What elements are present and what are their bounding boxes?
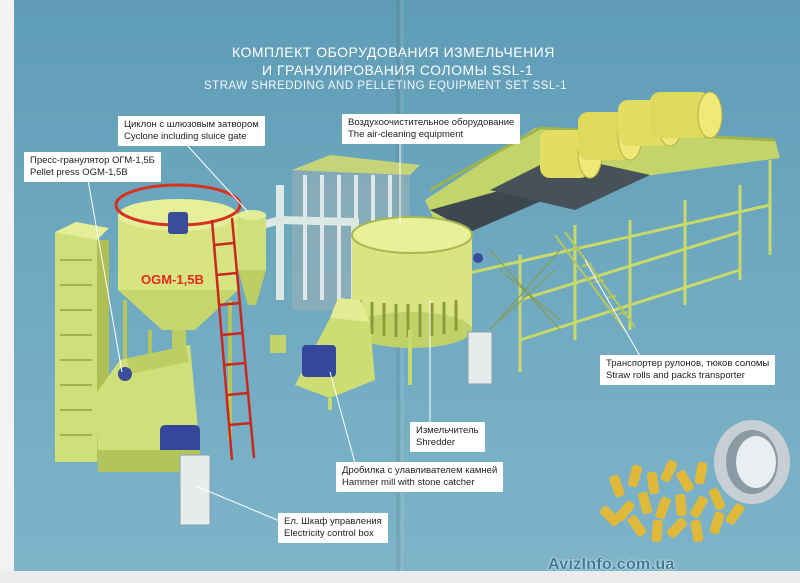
label-control-box: Ел. Шкаф управления Electricity control … bbox=[278, 513, 388, 543]
label-hammer-mill: Дробилка с улавливателем камней Hammer m… bbox=[336, 462, 504, 492]
pellet-press-body bbox=[95, 345, 200, 472]
cyclone bbox=[238, 210, 286, 353]
straw-roll bbox=[650, 91, 723, 139]
leader-lines bbox=[87, 142, 641, 523]
title-ru-line2: И ГРАНУЛИРОВАНИЯ СОЛОМЫ SSL-1 bbox=[262, 62, 534, 78]
control-box-2 bbox=[467, 331, 493, 385]
label-control-box-en: Electricity control box bbox=[284, 528, 374, 539]
ring-die-image bbox=[714, 420, 790, 504]
page-edge-left bbox=[0, 0, 14, 583]
label-transporter: Транспортер рулонов, тюков соломы Straw … bbox=[600, 355, 776, 385]
label-control-box-ru: Ел. Шкаф управления bbox=[284, 516, 382, 527]
title-ru-line1: КОМПЛЕКТ ОБОРУДОВАНИЯ ИЗМЕЛЬЧЕНИЯ bbox=[232, 44, 555, 60]
shredder-drum bbox=[351, 216, 483, 385]
page-edge-bottom bbox=[0, 571, 800, 583]
transporter-bracing bbox=[489, 249, 561, 331]
label-cyclone-ru: Циклон с шлюзовым затвором bbox=[124, 119, 259, 130]
transporter-stairs bbox=[554, 231, 636, 331]
label-shredder-ru: Измельчитель bbox=[416, 425, 479, 436]
label-air-cleaning-ru: Воздухоочистительное оборудование bbox=[348, 117, 515, 128]
label-shredder: Измельчитель Shredder bbox=[410, 422, 485, 452]
label-air-cleaning: Воздухоочистительное оборудование The ai… bbox=[342, 114, 521, 144]
label-air-cleaning-en: The air-cleaning equipment bbox=[348, 129, 464, 140]
silo-ladder bbox=[210, 217, 256, 461]
silo-model-label: OGM-1,5B bbox=[141, 272, 204, 287]
label-transporter-en: Straw rolls and packs transporter bbox=[606, 370, 745, 381]
label-cyclone: Циклон с шлюзовым затвором Cyclone inclu… bbox=[118, 116, 265, 146]
transporter-belt-upper bbox=[490, 155, 650, 210]
label-cyclone-en: Cyclone including sluice gate bbox=[124, 131, 247, 142]
label-hammer-mill-en: Hammer mill with stone catcher bbox=[342, 477, 475, 488]
label-shredder-en: Shredder bbox=[416, 437, 456, 448]
label-pellet-press: Пресс-гранулятор ОГМ-1,5Б Pellet press O… bbox=[24, 152, 161, 182]
label-hammer-mill-ru: Дробилка с улавливателем камней bbox=[342, 465, 498, 476]
straw-rolls bbox=[540, 91, 723, 179]
label-transporter-ru: Транспортер рулонов, тюков соломы bbox=[606, 358, 770, 369]
pellet-pile-image bbox=[599, 459, 745, 543]
watermark: AvizInfo.com.ua bbox=[548, 556, 675, 573]
label-pellet-press-en: Pellet press OGM-1,5B bbox=[30, 167, 128, 178]
label-pellet-press-ru: Пресс-гранулятор ОГМ-1,5Б bbox=[30, 155, 155, 166]
hammer-mill bbox=[295, 298, 375, 410]
title-en: STRAW SHREDDING AND PELLETING EQUIPMENT … bbox=[204, 80, 567, 92]
